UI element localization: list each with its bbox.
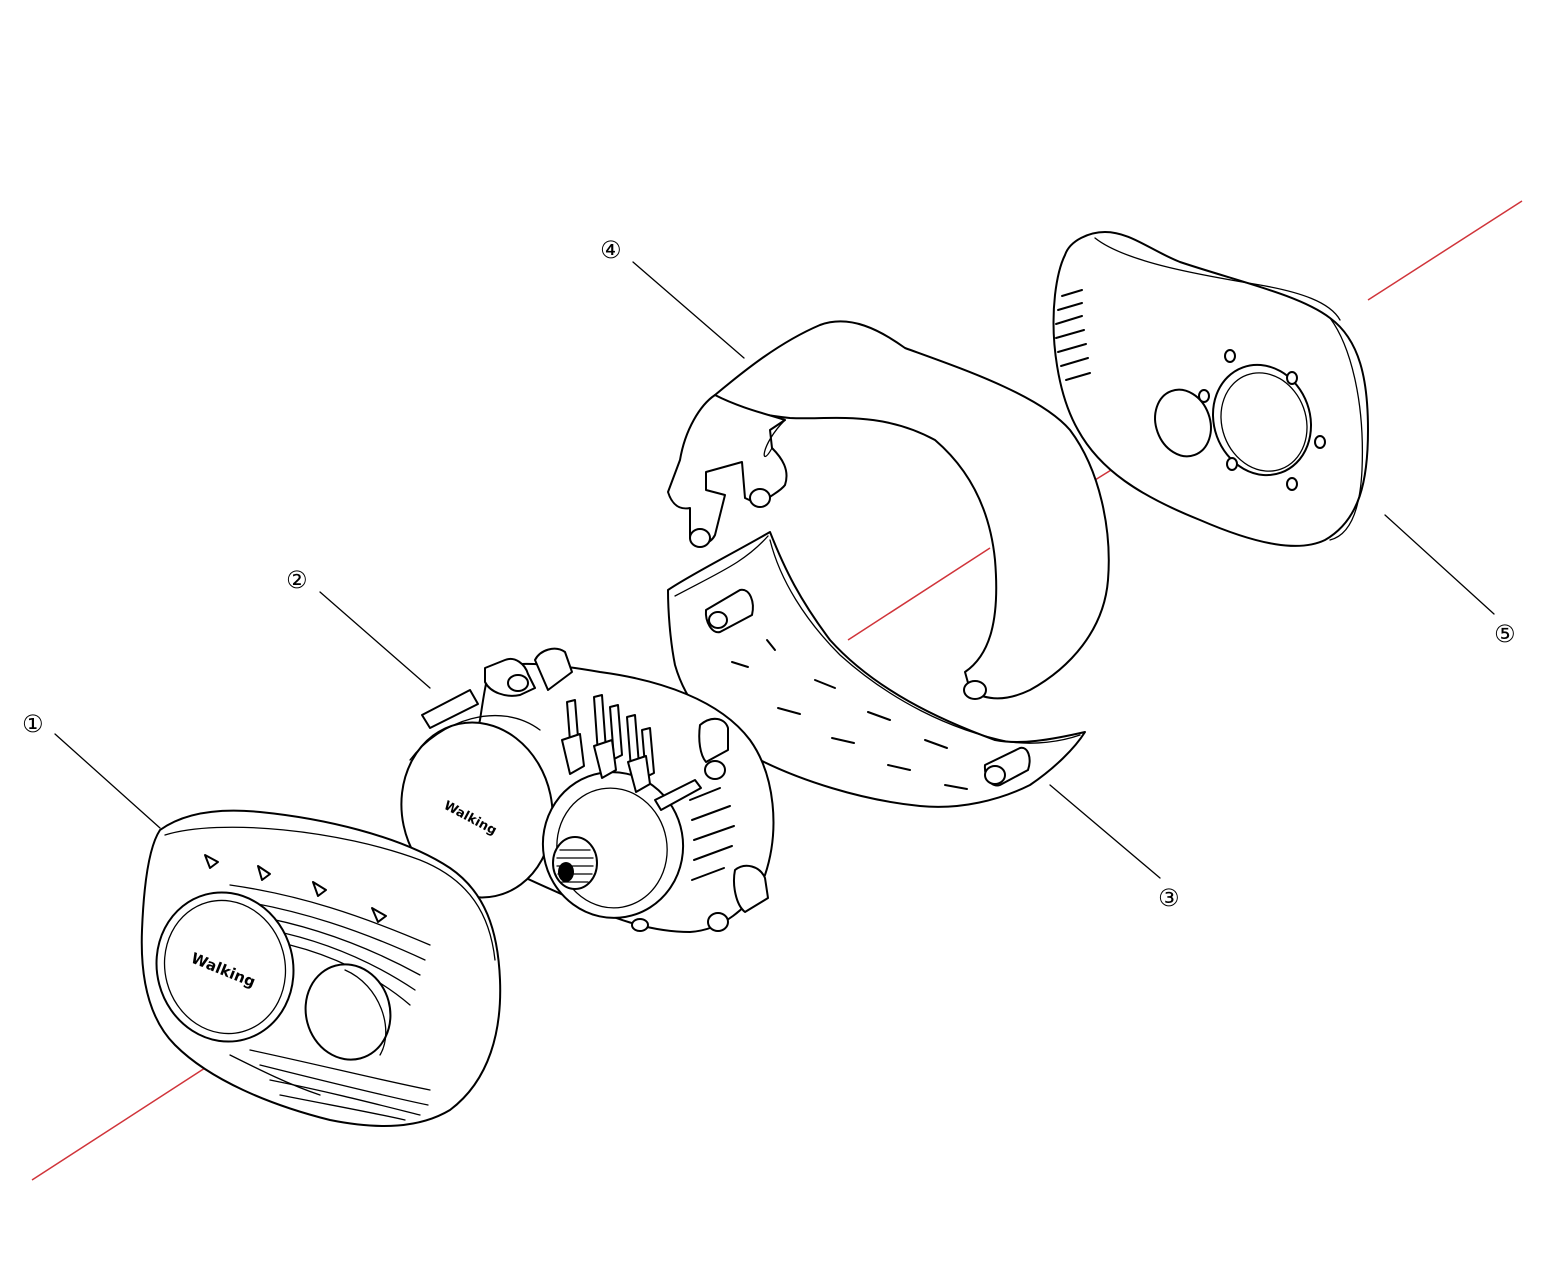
part-5-rear-cover <box>1052 231 1369 547</box>
leader-line-3 <box>1049 784 1161 879</box>
part-2-drive-motor: Walking <box>400 647 775 933</box>
axis-segment-right <box>1367 200 1523 301</box>
leader-line-1 <box>54 733 161 829</box>
skid-plate-slots <box>731 639 968 790</box>
callout-2: ② <box>286 566 308 594</box>
rear-cover-main-opening <box>1211 363 1313 477</box>
front-cover-slots <box>204 854 387 923</box>
front-cover-logo-disc <box>155 891 295 1043</box>
leader-line-5 <box>1384 514 1495 615</box>
leader-line-2 <box>319 591 431 689</box>
motor-front-cover <box>400 721 554 899</box>
callout-5: ⑤ <box>1494 620 1516 648</box>
axis-segment-center <box>847 547 991 641</box>
motor-fins <box>689 787 735 881</box>
rear-cover-small-port <box>1154 388 1212 458</box>
leader-line-4 <box>632 261 745 359</box>
assembly-axis <box>31 200 1523 1181</box>
wiring-connectors <box>561 694 702 811</box>
callout-1: ① <box>22 710 44 738</box>
part-1-front-cover: Walking <box>140 809 502 1127</box>
vent-slots <box>1055 289 1091 381</box>
leader-lines <box>54 261 1495 879</box>
part-4-frame-shroud <box>667 320 1110 700</box>
callout-3: ③ <box>1158 884 1180 912</box>
callouts: ① ② ③ ④ ⑤ <box>22 236 1516 912</box>
mounting-holes <box>1198 349 1326 491</box>
callout-4: ④ <box>600 236 622 264</box>
drive-spindle <box>552 836 598 890</box>
axis-segment-left <box>31 1067 206 1181</box>
